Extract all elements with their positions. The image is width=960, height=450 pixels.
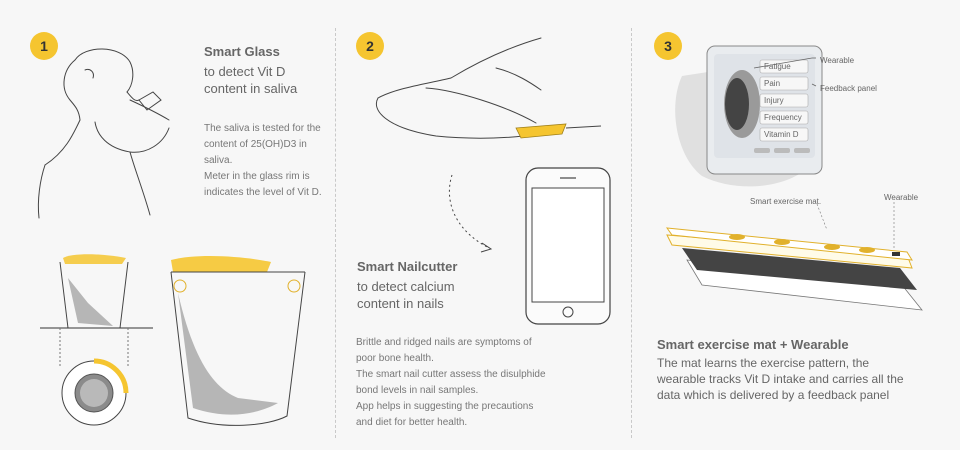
panel-description: Brittle and ridged nails are symptoms of… [356,335,546,431]
panel-title: Smart Nailcutter [357,259,458,274]
callout-wearable-mat: Wearable [884,193,919,202]
description-line: Meter in the glass rim is [204,171,310,182]
divider [631,28,632,438]
panel-exercise-mat: 3 Fatigue Pain Injury Frequency Vitamin … [632,0,960,450]
subtitle-line: to detect Vit D [204,64,286,79]
panel-subtitle: to detect Vit D content in saliva [204,63,297,97]
glass-side-view-illustration [40,254,153,426]
panel-subtitle: to detect calcium content in nails [357,278,455,312]
description-line: The mat learns the exercise pattern, the [657,356,870,370]
description-line: and diet for better health. [356,417,468,428]
description-line: The saliva is tested for the [204,123,321,134]
description-line: content of 25(OH)D3 in [204,139,307,150]
exercise-mat-illustration: Smart exercise mat. Wearable [665,193,923,311]
panel-title: Smart Glass [204,44,280,59]
panel-item-label: Frequency [764,113,802,122]
feedback-panel-illustration: Fatigue Pain Injury Frequency Vitamin D … [675,45,877,187]
panel-item-label: Fatigue [764,62,791,71]
panel-smart-glass: 1 Smart Glass to detect Vit D content in… [0,0,335,450]
subtitle-line: content in saliva [204,81,298,96]
description-line: App helps in suggesting the precautions [356,401,534,412]
subtitle-line: to detect calcium [357,279,455,294]
callout-feedback-panel: Feedback panel [820,84,877,93]
panel-description: The saliva is tested for the content of … [204,121,322,201]
panel-item-label: Injury [764,96,784,105]
subtitle-line: content in nails [357,296,444,311]
divider [335,28,336,438]
callout-exercise-mat: Smart exercise mat. [750,197,821,206]
panel-smart-nailcutter: 2 Smart Nailcutter to detect calcium con… [336,0,631,450]
description-line: data which is delivered by a feedback pa… [657,388,890,402]
smartphone-illustration [525,167,611,325]
person-drinking-illustration [37,48,170,219]
panel-item-label: Vitamin D [764,130,799,139]
description-line: wearable tracks Vit D intake and carries… [657,372,904,386]
description-line: poor bone health. [356,353,434,364]
description-line: bond levels in nail samples. [356,385,479,396]
panel-item-label: Pain [764,79,780,88]
step-badge-1: 1 [30,32,58,60]
description-line: saliva. [204,155,233,166]
description-line: The smart nail cutter assess the disulph… [356,369,546,380]
footprint-icon [729,234,875,253]
description-line: indicates the level of Vit D. [204,187,322,198]
smiley-icon [173,279,301,293]
glass-meter-illustration [170,256,306,426]
panel-description: The mat learns the exercise pattern, the… [657,355,904,403]
finger-nailcutter-illustration [376,37,602,139]
description-line: Brittle and ridged nails are symptoms of [356,337,532,348]
callout-wearable: Wearable [820,56,855,65]
step-badge-3: 3 [654,32,682,60]
dashed-arrow-icon [448,174,493,253]
step-badge-2: 2 [356,32,384,60]
panel-item-list [759,59,809,142]
panel-title: Smart exercise mat + Wearable [657,337,849,352]
